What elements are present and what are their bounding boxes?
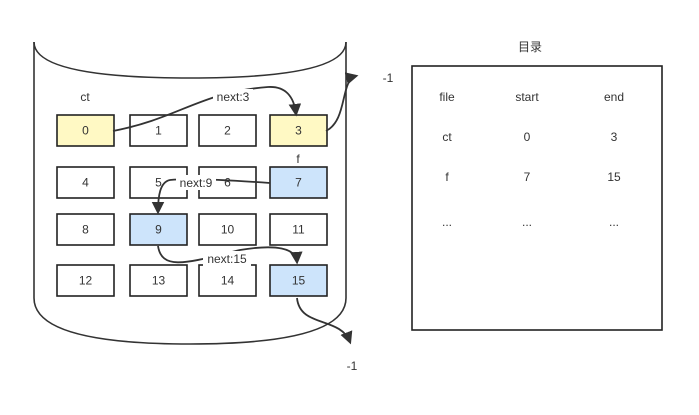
disk-block-11 <box>269 213 328 246</box>
disk-block-12 <box>56 264 115 297</box>
directory-cell-r3-c0: ... <box>442 215 452 229</box>
file-label-ct: ct <box>80 90 90 104</box>
disk-block-label-13: 13 <box>152 274 166 288</box>
disk-block-label-11: 11 <box>292 223 305 237</box>
pointer-label-bg <box>203 251 251 266</box>
pointer-label-bg <box>213 89 253 104</box>
directory-table: file start end ct 0 3 f 7 15......... <box>439 90 624 229</box>
disk-block-10 <box>198 213 257 246</box>
directory-title: 目录 <box>518 40 542 54</box>
directory-cell-r2-c1: 7 <box>524 170 531 184</box>
directory-cell-r1-c0: ct <box>442 130 452 144</box>
disk-block-label-5: 5 <box>155 176 162 190</box>
directory-cell-r2-c0: f <box>445 170 449 184</box>
disk-block-9 <box>129 213 188 246</box>
cylinder-bottom-arc <box>33 297 347 345</box>
disk-block-label-7: 7 <box>295 176 302 190</box>
disk-block-label-15: 15 <box>292 274 306 288</box>
disk-block-label-14: 14 <box>221 274 235 288</box>
directory-header-file: file <box>439 90 455 104</box>
directory-header-start: start <box>515 90 539 104</box>
disk-block-label-0: 0 <box>82 124 89 138</box>
disk-block-8 <box>56 213 115 246</box>
disk-block-label-4: 4 <box>82 176 89 190</box>
disk-block-13 <box>129 264 188 297</box>
pointer-f-15-to-end <box>296 297 353 345</box>
pointer-ct-3-to-end <box>325 72 359 132</box>
pointer-f-7-to-9 <box>151 178 271 215</box>
disk-cylinder <box>33 41 347 345</box>
terminal-label-top: -1 <box>383 71 394 85</box>
pointer-label-next-15: next:15 <box>207 252 247 266</box>
directory-header-end: end <box>604 90 624 104</box>
cylinder-top-arc <box>33 41 347 79</box>
directory-cell-r1-c1: 0 <box>524 130 531 144</box>
disk-block-4 <box>56 166 115 199</box>
disk-block-label-10: 10 <box>221 223 235 237</box>
disk-block-label-6: 6 <box>224 176 231 190</box>
disk-block-15 <box>269 264 328 297</box>
file-label-f: f <box>296 152 300 166</box>
disk-block-label-1: 1 <box>155 124 162 138</box>
directory-cell-r2-c2: 15 <box>607 170 621 184</box>
disk-block-label-9: 9 <box>155 223 162 237</box>
directory-box <box>411 65 663 331</box>
disk-block-0 <box>56 114 115 147</box>
disk-block-label-8: 8 <box>82 223 89 237</box>
directory-cell-r1-c2: 3 <box>611 130 618 144</box>
disk-block-label-2: 2 <box>224 124 231 138</box>
directory-cell-r3-c2: ... <box>609 215 619 229</box>
pointer-label-next-3: next:3 <box>217 90 250 104</box>
disk-block-3 <box>269 114 328 147</box>
terminal-label-bottom: -1 <box>347 359 358 373</box>
pointer-label-bg <box>176 175 216 190</box>
disk-block-label-3: 3 <box>295 124 302 138</box>
directory-cell-r3-c1: ... <box>522 215 532 229</box>
pointer-label-next-9: next:9 <box>180 176 213 190</box>
disk-block-2 <box>198 114 257 147</box>
pointer-f-9-to-15 <box>157 245 303 265</box>
disk-block-1 <box>129 114 188 147</box>
disk-block-label-12: 12 <box>79 274 93 288</box>
